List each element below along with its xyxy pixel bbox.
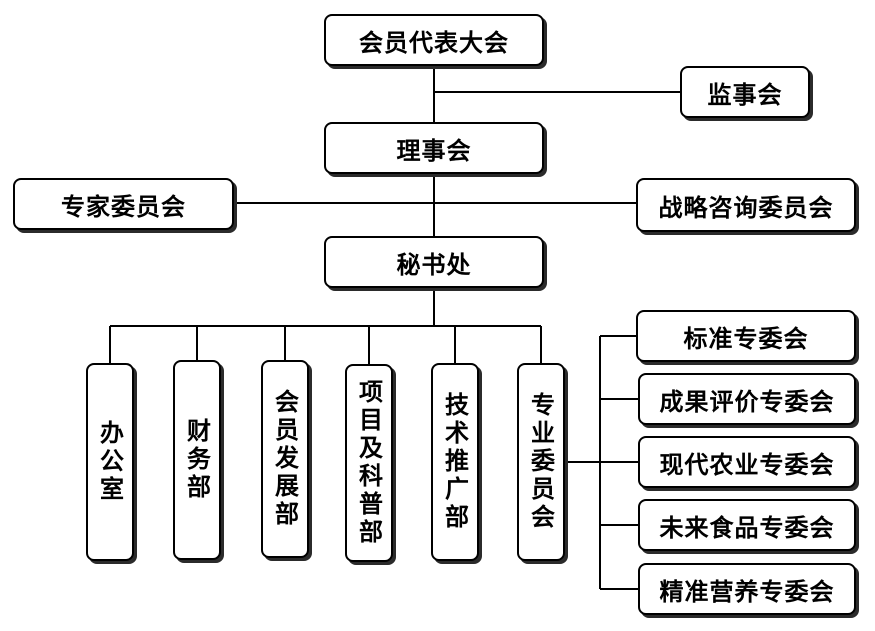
supervisory-board-box: 监事会 bbox=[680, 66, 810, 118]
committee-evaluation-box: 成果评价专委会 bbox=[638, 373, 856, 425]
committee-future-food-box: 未来食品专委会 bbox=[638, 499, 856, 551]
dept-special-committees-box: 专业委员会 bbox=[517, 363, 565, 561]
expert-committee-box: 专家委员会 bbox=[13, 178, 234, 230]
members-congress-box: 会员代表大会 bbox=[324, 14, 544, 66]
dept-member-dev-box: 会员发展部 bbox=[261, 360, 309, 558]
secretariat-box: 秘书处 bbox=[324, 236, 544, 288]
dept-tech-promo-box: 技术推广部 bbox=[431, 363, 479, 561]
dept-projects-science-box: 项目及科普部 bbox=[345, 364, 393, 562]
strategy-committee-box: 战略咨询委员会 bbox=[636, 178, 856, 232]
dept-finance-box: 财务部 bbox=[173, 360, 221, 560]
dept-office-box: 办公室 bbox=[86, 363, 134, 561]
committee-standards-box: 标准专委会 bbox=[636, 310, 856, 362]
council-box: 理事会 bbox=[324, 122, 544, 174]
committee-modern-agri-box: 现代农业专委会 bbox=[638, 436, 856, 488]
committee-precision-nutrition-box: 精准营养专委会 bbox=[638, 563, 856, 615]
